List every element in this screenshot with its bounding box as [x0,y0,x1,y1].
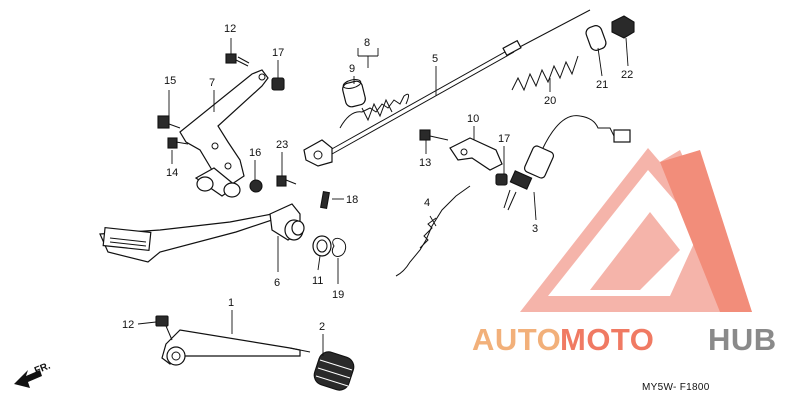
callout-13-top: 12 [224,23,236,35]
part-3-switch [503,115,631,211]
callout-6: 6 [274,277,280,289]
callout-19: 19 [332,289,344,301]
callout-2: 2 [319,321,325,333]
callout-3: 3 [532,223,538,235]
part-13-bolt-right [419,129,449,141]
part-21-joint [585,25,607,51]
watermark-moto: MOTO [560,322,654,357]
callout-1: 1 [228,297,234,309]
callout-11: 11 [312,275,323,287]
callouts: 12 17 15 7 14 16 23 6 11 19 18 1 12 2 8 … [122,23,633,333]
part-13-bolt-top [225,53,250,67]
callout-10: 10 [467,113,479,125]
callout-5: 5 [432,53,438,65]
callout-20: 20 [544,95,556,107]
part-8-spring [339,93,410,129]
part-23-bolt [276,175,297,187]
callout-12: 12 [122,319,134,331]
part-9-sleeve [342,79,366,108]
front-direction-indicator: FR. [14,360,52,388]
watermark-auto: AUTO [472,322,561,357]
callout-14: 14 [166,167,178,179]
part-15-bolt [157,115,181,129]
callout-23: 23 [276,139,288,151]
part-12-bolt [155,315,173,341]
part-1-gearshift-lever [161,329,311,366]
callout-17-right: 17 [498,133,510,145]
part-17-nut-top [271,77,285,91]
watermark-hub: HUB [708,322,777,357]
watermark-logo [520,148,752,312]
callout-17-top: 17 [272,47,284,59]
part-18-pin [320,190,330,210]
callout-8: 8 [364,37,370,49]
callout-22: 22 [621,69,633,81]
part-22-nut [611,15,635,39]
callout-21: 21 [596,79,608,91]
part-2-rubber [313,351,355,391]
part-17-nut-right [495,173,508,186]
part-7-bracket [179,69,269,198]
part-11-washer [312,235,332,257]
front-arrow-icon [14,370,42,388]
watermark-text: AUTO MOTO HUB [472,322,777,357]
part-4-spring [395,185,471,277]
callout-13-right: 13 [419,157,431,169]
callout-15: 15 [164,75,176,87]
part-19-clip [331,237,347,257]
diagram-code: MY5W- F1800 [642,382,710,393]
part-14-bolt [167,137,189,149]
leader-lines [137,37,629,356]
part-20-spring [511,55,579,92]
part-16-nut [249,179,263,193]
callout-4: 4 [424,197,430,209]
front-label: FR. [33,360,52,376]
callout-7: 7 [209,77,215,89]
callout-9: 9 [349,63,355,75]
part-6-brake-pedal [99,203,305,263]
callout-16: 16 [249,147,261,159]
callout-18: 18 [346,194,358,206]
part-5-brake-rod [303,9,591,167]
part-10-bracket [449,137,503,171]
